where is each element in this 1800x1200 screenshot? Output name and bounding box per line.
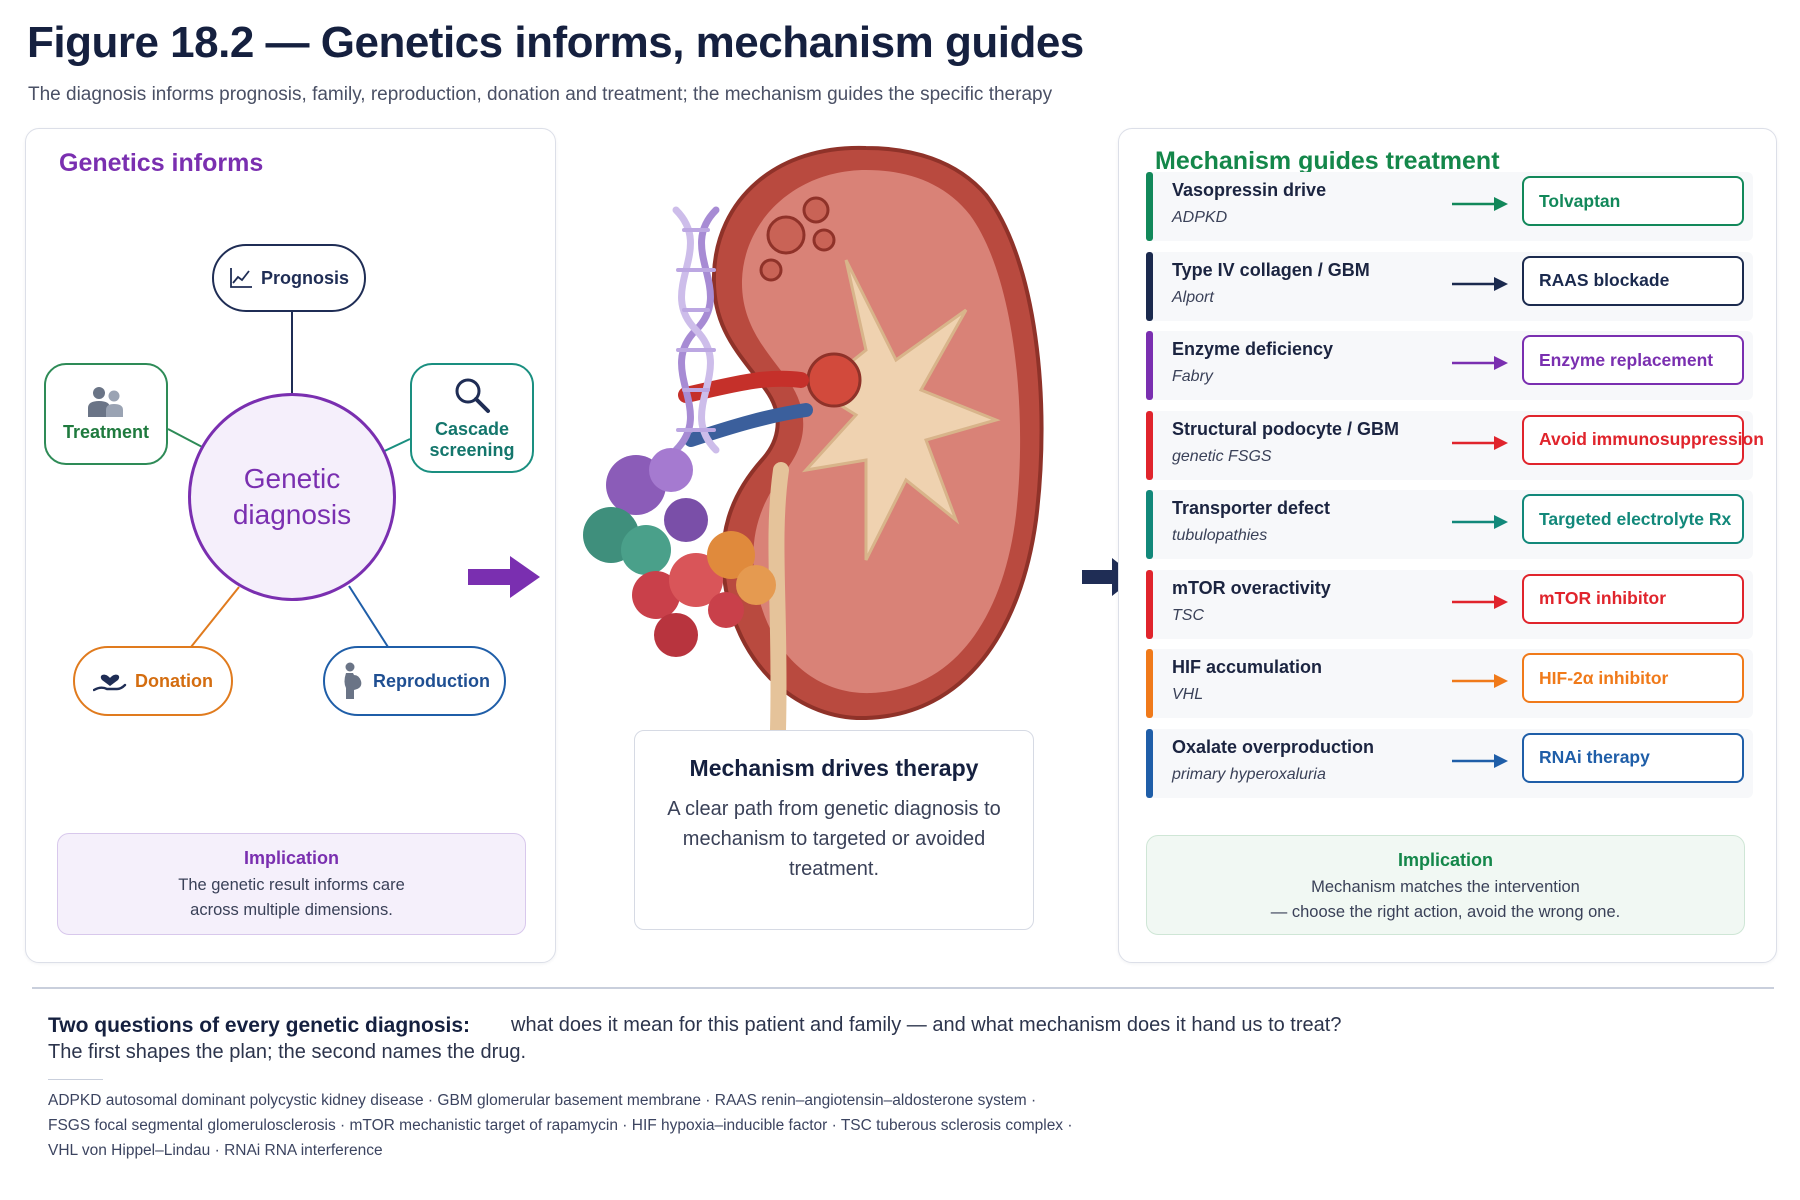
disease-name: VHL xyxy=(1172,686,1204,703)
arrow-right-icon xyxy=(1452,276,1508,291)
disease-name: tubulopathies xyxy=(1172,527,1268,544)
mechanism-name: Transporter defect xyxy=(1172,498,1331,518)
therapy-box: RNAi therapy xyxy=(1522,732,1744,783)
prognosis-node: Prognosis xyxy=(212,244,366,312)
protein-cluster-icon xyxy=(583,448,776,657)
mechanism-name: Vasopressin drive xyxy=(1172,180,1327,200)
mechanism-name: Structural podocyte / GBM xyxy=(1172,418,1400,439)
genetic-diagnosis-hub: Genetic diagnosis xyxy=(188,393,396,601)
arrow-right-icon xyxy=(1452,594,1508,609)
pregnant-person-icon xyxy=(339,662,365,700)
footer-divider xyxy=(32,987,1774,989)
mechanism-name: mTOR overactivity xyxy=(1172,577,1331,598)
row-color-bar xyxy=(1146,649,1153,718)
row-color-bar xyxy=(1146,728,1153,798)
left-implication-box: Implication The genetic result informs c… xyxy=(57,833,526,935)
disease-name: ADPKD xyxy=(1172,209,1228,226)
arrow-right-icon xyxy=(1452,753,1508,768)
treatment-node: Treatment xyxy=(44,363,168,465)
kidney-dna-illustration xyxy=(583,145,1044,738)
disease-name: Alport xyxy=(1172,288,1214,306)
magnifier-icon xyxy=(452,375,492,415)
treatment-label: Treatment xyxy=(62,421,150,442)
dna-helix-icon xyxy=(672,206,720,454)
therapy-box: RAAS blockade xyxy=(1522,255,1744,306)
kidney-icon xyxy=(678,145,1044,738)
row-color-bar xyxy=(1146,569,1153,639)
therapy-box: Enzyme replacement xyxy=(1522,335,1744,385)
mechanism-row: Oxalate overproduction primary hyperoxalu… xyxy=(1146,728,1753,798)
flow-arrow-left xyxy=(468,556,540,598)
reproduction-label: Reproduction xyxy=(373,670,490,691)
therapy-box: mTOR inhibitor xyxy=(1522,573,1744,624)
right-panel-heading: Mechanism guides treatment xyxy=(1155,147,1500,175)
donation-node: Donation xyxy=(73,646,233,716)
disease-name: Fabry xyxy=(1172,368,1213,385)
arrow-right-icon xyxy=(1452,356,1508,370)
figure-subtitle: The diagnosis informs prognosis, family,… xyxy=(28,84,1053,105)
mechanism-name: Enzyme deficiency xyxy=(1172,339,1334,359)
reproduction-node: Reproduction xyxy=(323,646,506,716)
row-color-bar xyxy=(1146,251,1153,321)
mechanism-name: Oxalate overproduction xyxy=(1172,736,1375,757)
prognosis-label: Prognosis xyxy=(260,267,349,288)
right-implication-box: Implication Mechanism matches the interv… xyxy=(1146,835,1745,935)
mechanism-row: Structural podocyte / GBM genetic FSGS Avo… xyxy=(1146,410,1764,480)
abbreviations-line-3: VHL von Hippel–Lindau · RNAi RNA interfe… xyxy=(48,1142,383,1159)
right-implication-line1: Mechanism matches the intervention xyxy=(1311,878,1580,896)
two-questions-text: what does it mean for this patient and f… xyxy=(511,1014,1342,1036)
center-card-text: A clear path from genetic diagnosis to m… xyxy=(667,798,1001,880)
right-implication-line2: — choose the right action, avoid the wro… xyxy=(1270,903,1621,921)
mechanism-name: Type IV collagen / GBM xyxy=(1172,259,1370,280)
cascade-label-line1: Cascade xyxy=(434,419,510,439)
row-color-bar xyxy=(1146,410,1153,480)
hub-label: Genetic diagnosis xyxy=(232,463,352,530)
left-implication-line2: across multiple dimensions. xyxy=(190,901,393,919)
arrow-right-icon xyxy=(1452,435,1508,450)
two-questions-heading: Two questions of every genetic diagnosis… xyxy=(48,1014,471,1037)
mechanism-row: Type IV collagen / GBM Alport RAAS blockad… xyxy=(1146,251,1753,321)
abbreviation-rule xyxy=(48,1079,103,1080)
figure-title: Figure 18.2 — Genetics informs, mechanis… xyxy=(27,18,1084,67)
hand-heart-icon xyxy=(93,666,127,696)
donation-label: Donation xyxy=(135,670,213,691)
row-color-bar xyxy=(1146,172,1153,241)
mechanism-drives-therapy-card: Mechanism drives therapy A clear path fr… xyxy=(634,730,1034,930)
arrow-right-icon xyxy=(1452,197,1508,211)
mechanism-row: Transporter defect tubulopathies Targeted … xyxy=(1146,490,1753,559)
trend-chart-icon xyxy=(229,267,253,289)
therapy-box: HIF-2α inhibitor xyxy=(1522,653,1744,703)
arrow-right-icon xyxy=(1452,674,1508,688)
disease-name: genetic FSGS xyxy=(1172,447,1272,465)
left-implication-title: Implication xyxy=(243,848,339,868)
genetics-informs-panel: Genetics informs Genetic diagnosis Progn… xyxy=(25,128,556,963)
abbreviations-line-2: FSGS focal segmental glomerulosclerosis … xyxy=(48,1117,1073,1134)
therapy-box: Targeted electrolyte Rx xyxy=(1522,494,1744,544)
mechanism-guides-treatment-panel: Mechanism guides treatment Vasopressin d… xyxy=(1118,128,1777,963)
cascade-screening-node: Cascade screening xyxy=(410,363,534,473)
row-color-bar xyxy=(1146,331,1153,400)
two-questions-summary: The first shapes the plan; the second na… xyxy=(48,1041,527,1063)
mechanism-name: HIF accumulation xyxy=(1172,657,1323,677)
abbreviations-line-1: ADPKD autosomal dominant polycystic kidn… xyxy=(48,1092,1037,1109)
disease-name: primary hyperoxaluria xyxy=(1172,765,1326,783)
center-card-title: Mechanism drives therapy xyxy=(689,755,979,781)
row-color-bar xyxy=(1146,490,1153,559)
therapy-box: Avoid immunosuppression xyxy=(1522,414,1764,465)
people-icon xyxy=(87,386,125,418)
left-implication-line1: The genetic result informs care xyxy=(178,876,405,894)
hub-connectors xyxy=(167,312,411,648)
disease-name: TSC xyxy=(1172,606,1204,624)
therapy-box: Tolvaptan xyxy=(1522,176,1744,226)
right-implication-title: Implication xyxy=(1397,850,1493,870)
left-panel-heading: Genetics informs xyxy=(59,149,264,177)
arrow-right-icon xyxy=(1452,515,1508,529)
cascade-label-line2: screening xyxy=(429,440,515,460)
